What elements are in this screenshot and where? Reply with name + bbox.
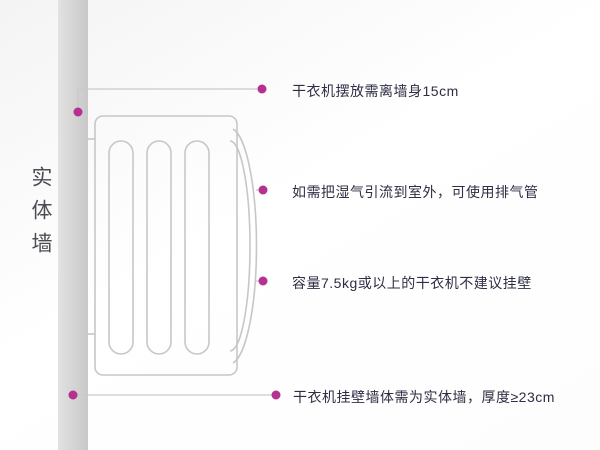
- callout-dot-2: [258, 185, 268, 195]
- dryer-door-outer-arc: [232, 128, 258, 364]
- dryer-vent-slat-1: [108, 140, 134, 355]
- callout-dot-1-start: [73, 107, 83, 117]
- callout-line-1: [77, 88, 257, 108]
- callout-dot-1-end: [257, 84, 267, 94]
- callout-text-exhaust-pipe: 如需把湿气引流到室外，可使用排气管: [292, 184, 539, 200]
- callout-dot-3: [258, 276, 268, 286]
- dryer-body: [94, 115, 238, 376]
- callout-dot-4-end: [271, 390, 281, 400]
- dryer-door-inner-arc: [229, 140, 251, 352]
- callout-text-capacity-warning: 容量7.5kg或以上的干衣机不建议挂壁: [292, 275, 532, 291]
- dryer-vent-slat-3: [184, 140, 210, 355]
- callout-text-wall-thickness: 干衣机挂壁墙体需为实体墙，厚度≥23cm: [293, 389, 555, 405]
- callout-dot-4-start: [68, 390, 78, 400]
- callout-text-placement-distance: 干衣机摆放需离墙身15cm: [292, 83, 459, 99]
- solid-wall: [58, 0, 88, 450]
- dryer-vent-slat-2: [146, 140, 172, 355]
- wall-label: 实体墙: [29, 166, 52, 265]
